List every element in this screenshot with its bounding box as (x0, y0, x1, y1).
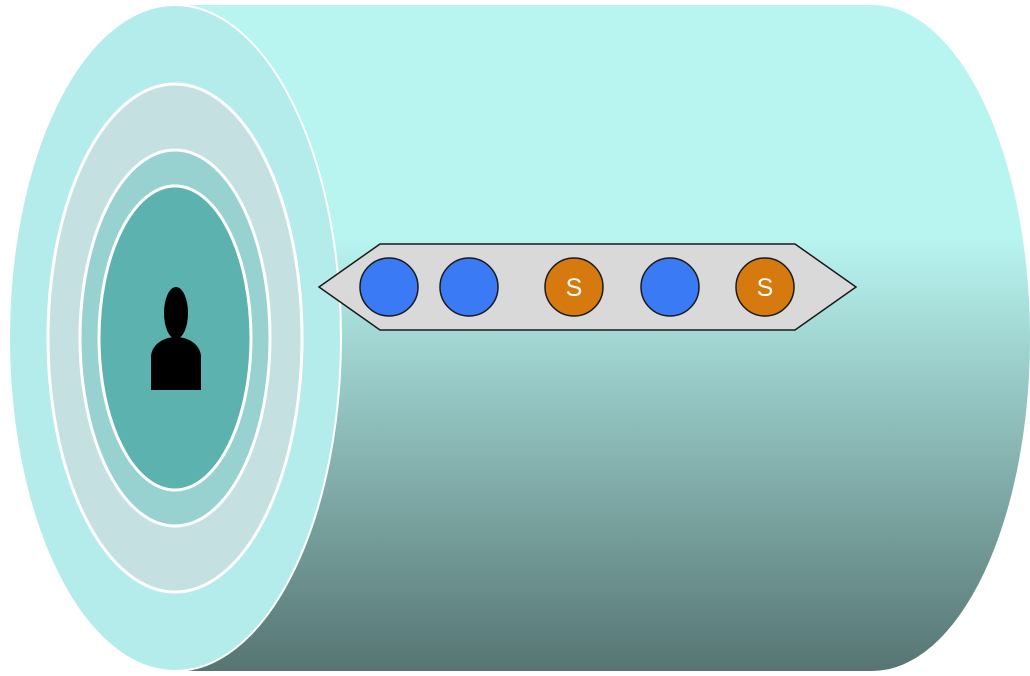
person-head (164, 287, 188, 339)
token-circle (439, 257, 499, 317)
token-circle (359, 257, 419, 317)
token-label: S (566, 274, 583, 302)
person-silhouette-icon (151, 287, 201, 390)
token-circle (640, 257, 700, 317)
blue-token (640, 257, 700, 317)
blue-token (359, 257, 419, 317)
person-body (151, 337, 201, 390)
cylinder-body (175, 5, 1030, 671)
s-token: S (544, 257, 604, 317)
s-token: S (735, 257, 795, 317)
token-circle (735, 257, 795, 317)
blue-token (439, 257, 499, 317)
token-label: S (757, 274, 774, 302)
token-circle (544, 257, 604, 317)
